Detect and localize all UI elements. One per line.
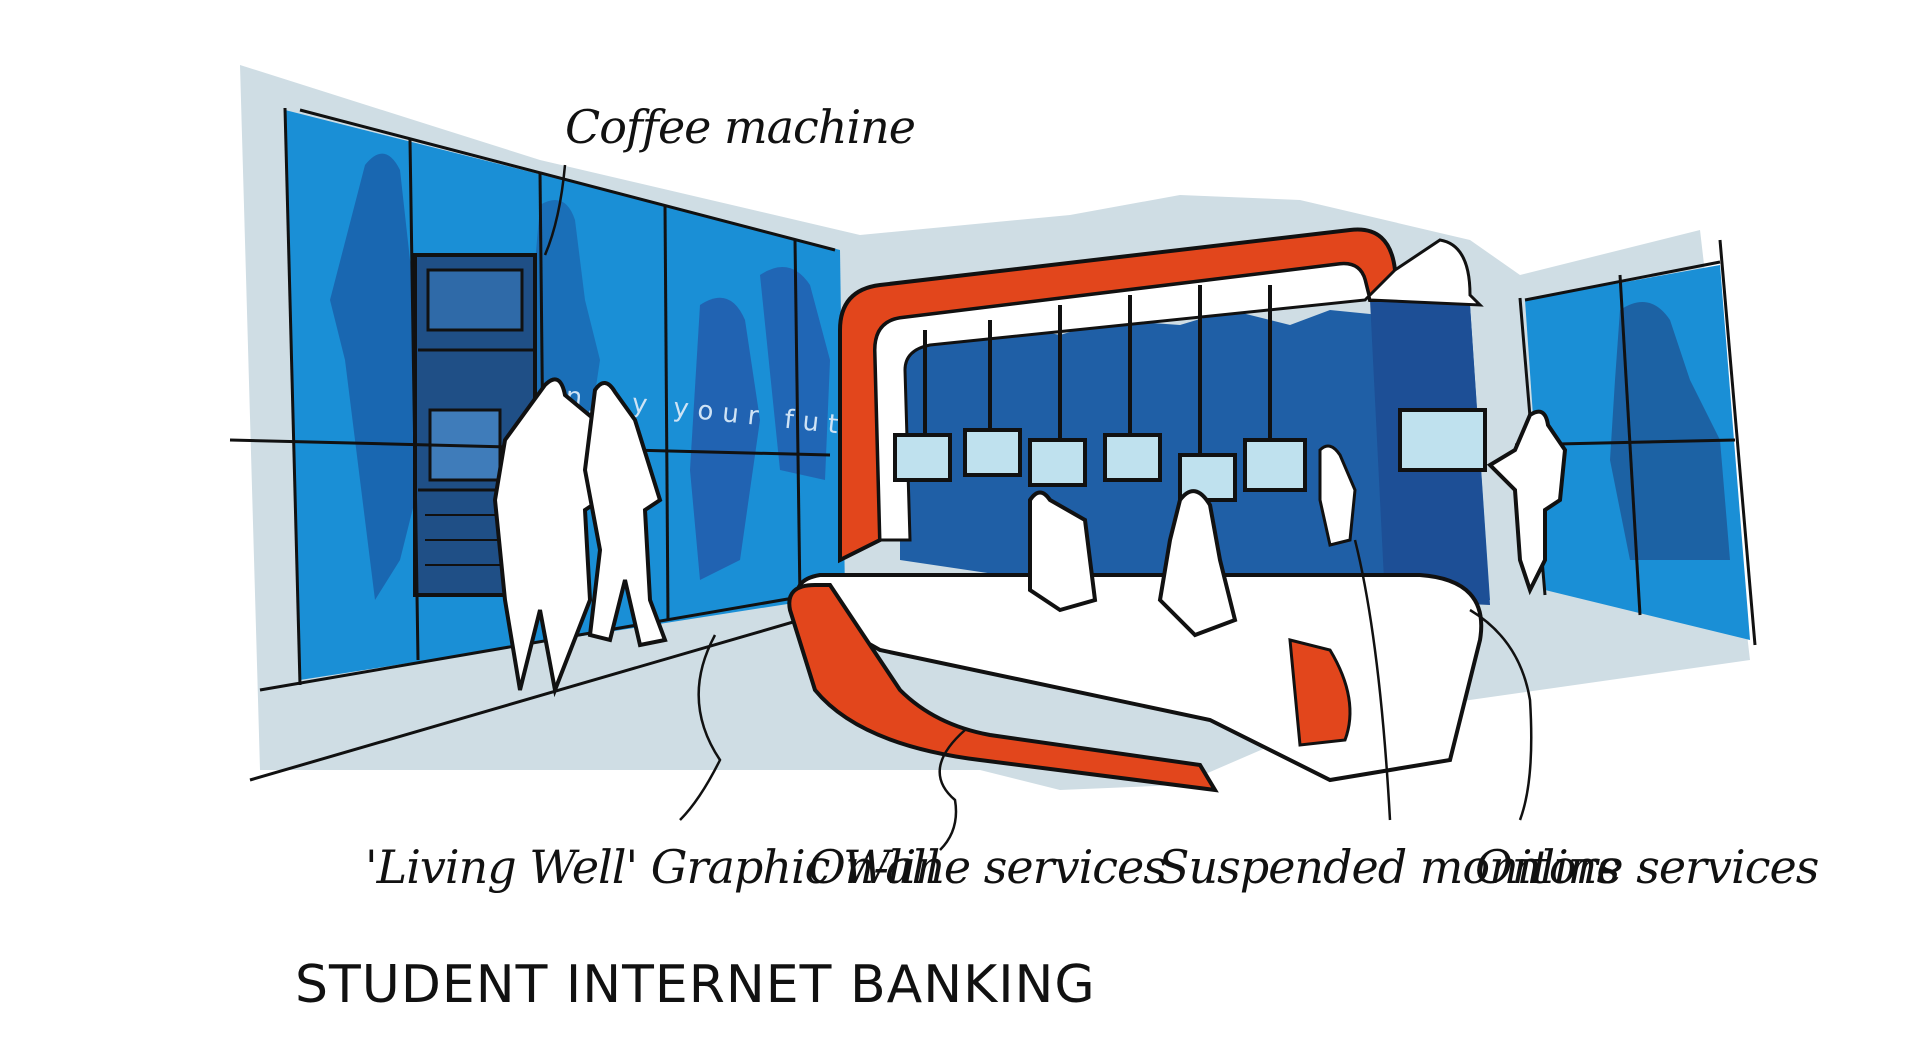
counter-lower-trim	[1288, 638, 1352, 747]
label-online-services-1: On-line services	[808, 840, 1167, 894]
leader-lines	[543, 164, 1533, 851]
customer-2	[1157, 489, 1238, 638]
counter-orange-trim	[787, 583, 1219, 793]
screen-user	[1486, 409, 1568, 596]
person-left	[492, 377, 603, 698]
wall-screen	[1398, 408, 1487, 472]
suspended-monitors	[893, 285, 1307, 502]
staff-figure	[1318, 444, 1357, 547]
right-wall-figure	[1610, 302, 1730, 560]
wall-figure-3	[690, 297, 760, 580]
kiosk-canopy-inner	[873, 238, 1484, 542]
label-online-services-2: Online services	[1475, 840, 1819, 894]
label-graphic-wall: 'Living Well' Graphic Wall	[365, 840, 940, 894]
label-coffee-machine: Coffee machine	[565, 100, 916, 154]
wall-figure-1	[330, 153, 430, 601]
label-suspended-monitors: Suspended monitors	[1158, 840, 1620, 894]
wall-figure-4	[760, 267, 830, 480]
customer-1	[1028, 490, 1098, 613]
person-right	[582, 381, 668, 648]
page-title: STUDENT INTERNET BANKING	[295, 955, 1096, 1015]
